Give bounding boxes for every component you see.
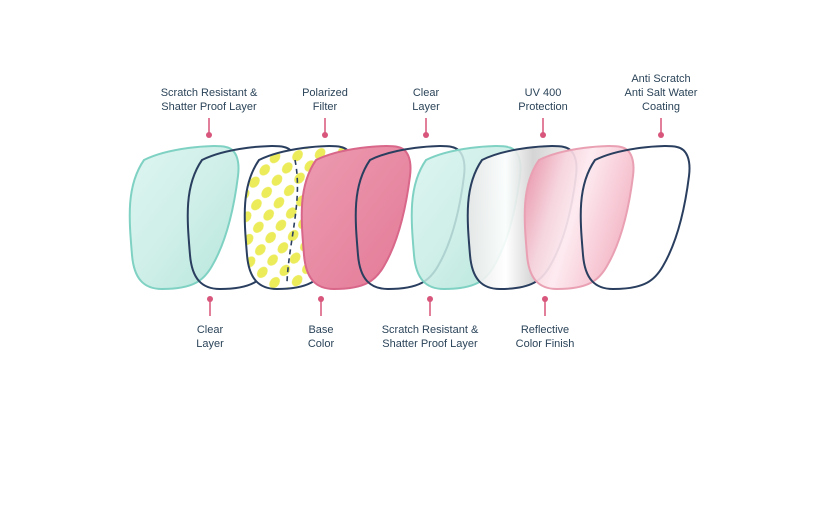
label-line: Polarized [302, 87, 348, 99]
label-line: Anti Scratch [631, 73, 691, 85]
polarized-boundary-dash [286, 159, 299, 283]
connector-bottom-base-color-dot [318, 296, 324, 302]
label-line: Shatter Proof Layer [161, 101, 257, 113]
label-line: Anti Salt Water [624, 87, 698, 99]
connector-bottom-reflective-color-finish-dot [542, 296, 548, 302]
connector-top-scratch-resistant-top-dot [206, 132, 212, 138]
connector-bottom-clear-layer-bottom-dot [207, 296, 213, 302]
label-line: Scratch Resistant & [160, 87, 258, 99]
label-line: Layer [412, 101, 440, 113]
label-line: Protection [518, 101, 568, 113]
lens-layers-group [128, 145, 691, 290]
connectors-group [206, 118, 664, 316]
label-line: Scratch Resistant & [381, 324, 479, 336]
label-line: Shatter Proof Layer [382, 338, 478, 350]
lens-layer-mint-tint [128, 145, 240, 290]
label-line: Clear [412, 87, 440, 99]
label-line: Reflective [520, 324, 570, 336]
label-line: Coating [642, 101, 680, 113]
connector-top-polarized-filter-dot [322, 132, 328, 138]
connector-top-clear-layer-top-dot [423, 132, 429, 138]
label-line: UV 400 [524, 87, 562, 99]
connector-bottom-scratch-resistant-bottom-dot [427, 296, 433, 302]
connector-top-anti-scratch-salt-water-dot [658, 132, 664, 138]
label-line: Filter [312, 101, 338, 113]
label-line: Color Finish [515, 338, 575, 350]
label-bottom-scratch-resistant-bottom: Scratch Resistant & Shatter Proof Layer [365, 323, 495, 351]
connector-top-uv-400-protection-dot [540, 132, 546, 138]
label-line: Base [308, 324, 334, 336]
label-line: Clear [196, 324, 224, 336]
label-line: Layer [196, 338, 224, 350]
label-top-scratch-resistant-top: Scratch Resistant & Shatter Proof Layer [144, 86, 274, 114]
label-line: Color [307, 338, 335, 350]
lens-layer-pink-reflective [523, 145, 635, 290]
lens-layer-clear-outline-3 [579, 145, 691, 290]
